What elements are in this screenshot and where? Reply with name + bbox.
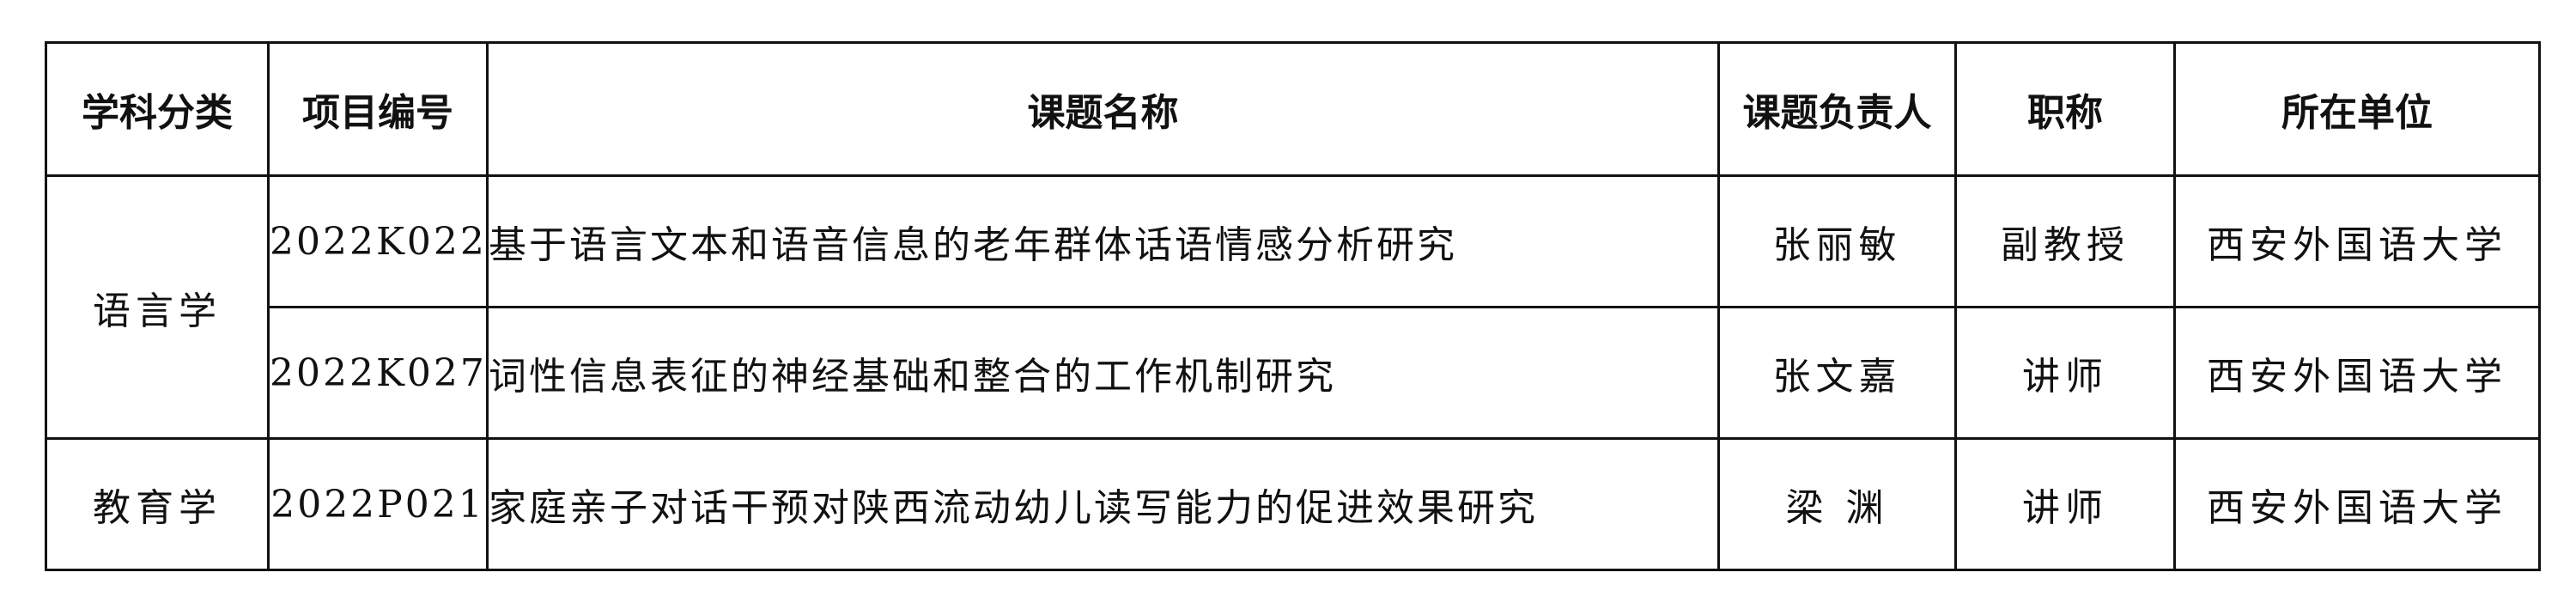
unit-cell: 西安外国语大学 xyxy=(2173,306,2541,440)
project-code-cell: 2022K022 xyxy=(267,174,489,308)
project-code-cell: 2022P021 xyxy=(267,437,489,571)
header-rank: 职称 xyxy=(1954,41,2176,177)
category-cell: 语言学 xyxy=(45,174,270,440)
table-row: 2022K027 词性信息表征的神经基础和整合的工作机制研究 张文嘉 讲师 西安… xyxy=(46,306,2541,440)
leader-cell: 梁 渊 xyxy=(1717,437,1957,571)
project-title-cell: 家庭亲子对话干预对陕西流动幼儿读写能力的促进效果研究 xyxy=(486,437,1720,571)
unit-cell: 西安外国语大学 xyxy=(2173,174,2541,308)
header-code: 项目编号 xyxy=(267,41,489,177)
unit-cell: 西安外国语大学 xyxy=(2173,437,2541,571)
table-row: 教育学 2022P021 家庭亲子对话干预对陕西流动幼儿读写能力的促进效果研究 … xyxy=(45,437,2541,571)
header-title: 课题名称 xyxy=(486,41,1720,177)
category-cell: 教育学 xyxy=(45,437,270,571)
header-category: 学科分类 xyxy=(45,41,270,177)
table-row: 语言学 2022K022 基于语言文本和语音信息的老年群体话语情感分析研究 张丽… xyxy=(45,174,2541,440)
rank-cell: 讲师 xyxy=(1954,437,2176,571)
rank-cell: 讲师 xyxy=(1954,306,2176,440)
header-row: 学科分类 项目编号 课题名称 课题负责人 职称 所在单位 xyxy=(45,41,2541,177)
project-code-cell: 2022K027 xyxy=(267,306,489,440)
header-unit: 所在单位 xyxy=(2173,41,2541,177)
header-leader: 课题负责人 xyxy=(1717,41,1957,177)
leader-cell: 张文嘉 xyxy=(1717,306,1957,440)
project-title-cell: 基于语言文本和语音信息的老年群体话语情感分析研究 xyxy=(486,174,1720,308)
leader-cell: 张丽敏 xyxy=(1717,174,1957,308)
project-title-cell: 词性信息表征的神经基础和整合的工作机制研究 xyxy=(486,306,1720,440)
rank-cell: 副教授 xyxy=(1954,174,2176,308)
project-table: 学科分类 项目编号 课题名称 课题负责人 职称 所在单位 语言学 2022K02… xyxy=(45,41,2541,571)
